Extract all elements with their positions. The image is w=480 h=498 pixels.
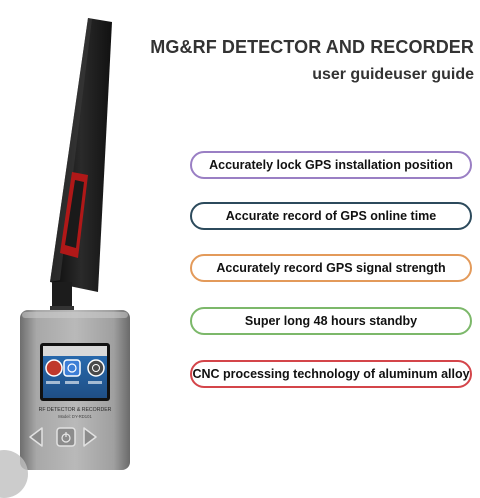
feature-pill: Super long 48 hours standby xyxy=(190,307,472,335)
right-arrow-button xyxy=(83,427,97,447)
page-subtitle: user guideuser guide xyxy=(312,66,474,83)
feature-pill: CNC processing technology of aluminum al… xyxy=(190,360,472,388)
device-body: RF DETECTOR & RECORDER Model: DY-RD101 xyxy=(20,310,130,470)
device-screen-label: RF DETECTOR & RECORDER xyxy=(39,407,112,413)
feature-label: Accurately record GPS signal strength xyxy=(216,261,446,275)
feature-label: Accurate record of GPS online time xyxy=(225,209,437,223)
rf-detector-device: RF DETECTOR & RECORDER Model: DY-RD101 xyxy=(20,18,130,470)
feature-label: CNC processing technology of aluminum al… xyxy=(192,367,470,381)
antenna xyxy=(50,18,112,316)
feature-pill: Accurately lock GPS installation positio… xyxy=(190,151,472,179)
feature-pill: Accurate record of GPS online time xyxy=(190,202,472,230)
product-image: RF DETECTOR & RECORDER Model: DY-RD101 M… xyxy=(0,18,474,498)
left-arrow-button xyxy=(29,427,43,447)
feature-label: Super long 48 hours standby xyxy=(244,314,418,328)
device-model-label: Model: DY-RD101 xyxy=(58,414,92,419)
feature-label: Accurately lock GPS installation positio… xyxy=(209,158,453,172)
feature-pill: Accurately record GPS signal strength xyxy=(190,254,472,282)
page-title: MG&RF DETECTOR AND RECORDER xyxy=(150,37,474,57)
